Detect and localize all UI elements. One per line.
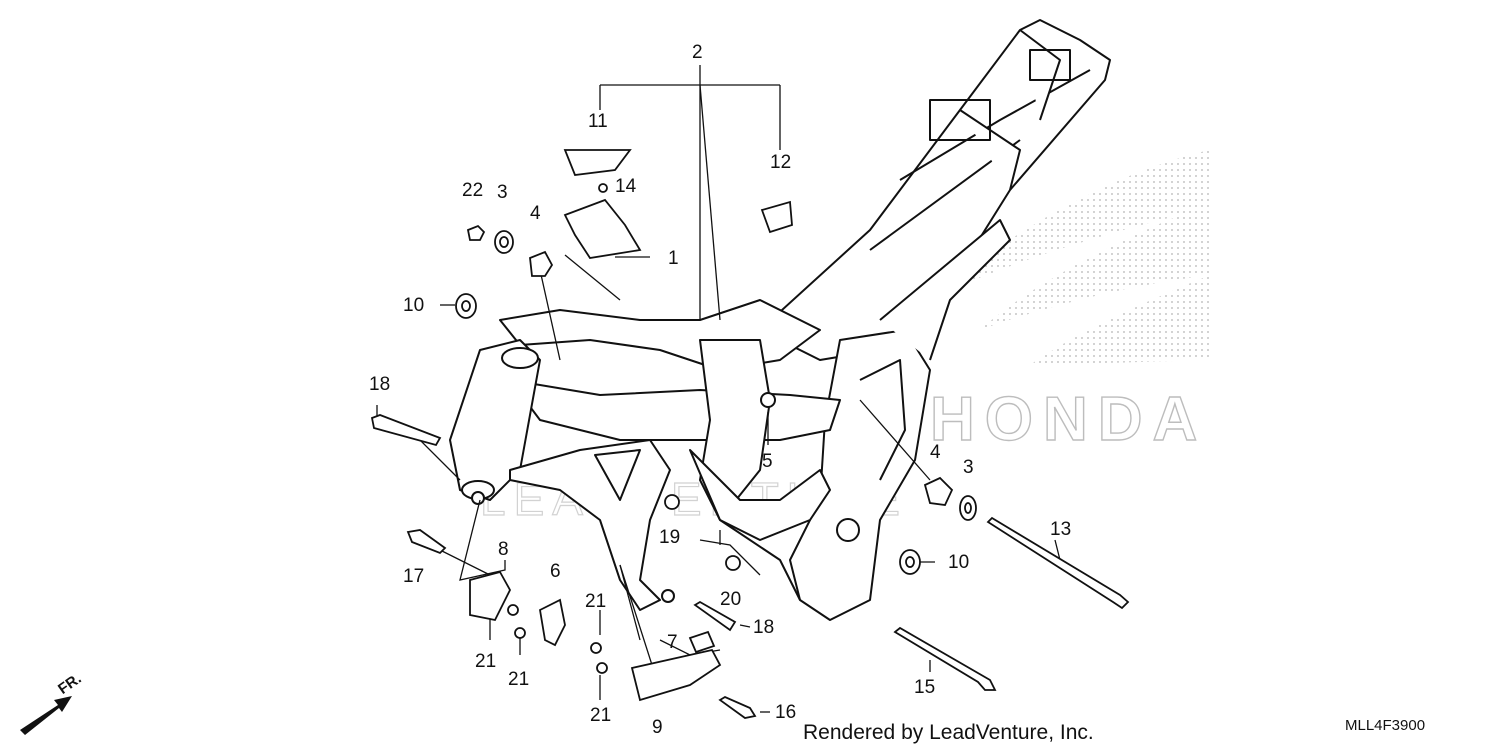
callout-16: 16 — [775, 702, 797, 723]
callout-21c: 21 — [585, 591, 607, 612]
collar-19 — [664, 494, 680, 510]
bush-4b — [923, 476, 954, 506]
callout-22: 22 — [462, 180, 484, 201]
callout-7: 7 — [667, 632, 678, 653]
callout-13: 13 — [1050, 519, 1072, 540]
callout-1: 1 — [668, 248, 679, 269]
diagram-code: MLL4F3900 — [1345, 717, 1426, 734]
callout-21b: 21 — [508, 669, 530, 690]
render-credit: Rendered by LeadVenture, Inc. — [803, 721, 1094, 744]
collar-7 — [688, 630, 716, 654]
callout-18b: 18 — [753, 617, 775, 638]
main-frame — [449, 19, 1111, 621]
callout-11: 11 — [588, 111, 608, 132]
honda-watermark-text: HONDA — [930, 385, 1207, 454]
callout-17: 17 — [403, 566, 425, 587]
front-direction-arrow — [20, 696, 72, 735]
nut-21d — [596, 662, 608, 674]
callout-2: 2 — [692, 42, 703, 63]
callout-18: 18 — [369, 374, 391, 395]
callout-21a: 21 — [475, 651, 497, 672]
nut-21c — [590, 642, 602, 654]
callout-5: 5 — [762, 451, 773, 472]
callout-8: 8 — [498, 539, 509, 560]
bolt-13 — [986, 516, 1130, 610]
bolt-17 — [406, 529, 447, 555]
callout-19: 19 — [659, 527, 681, 548]
cover-11 — [563, 149, 632, 176]
callout-10b: 10 — [948, 552, 970, 573]
collar-20 — [725, 555, 741, 571]
nut-21b — [514, 627, 526, 639]
nut-22 — [466, 224, 486, 241]
callout-12: 12 — [770, 152, 792, 173]
callout-15: 15 — [914, 677, 936, 698]
bolt-18b — [693, 600, 737, 632]
bracket-9 — [630, 648, 722, 702]
callout-9: 9 — [652, 717, 663, 738]
bracket-1 — [563, 198, 642, 259]
bolt-16 — [718, 695, 757, 719]
screw-14 — [598, 183, 608, 193]
callout-4b: 4 — [930, 442, 941, 463]
nut-21a — [507, 604, 519, 616]
callout-20: 20 — [720, 589, 742, 610]
callout-3b: 3 — [963, 457, 974, 478]
bush-4a — [529, 250, 554, 277]
cover-12 — [760, 200, 793, 234]
honda-wing-watermark — [930, 150, 1210, 365]
bolt-15 — [893, 626, 997, 691]
bracket-8 — [469, 570, 512, 622]
callout-14: 14 — [615, 176, 637, 197]
callout-21d: 21 — [590, 705, 612, 726]
bolt-18a — [370, 414, 442, 447]
callout-6: 6 — [550, 561, 561, 582]
callout-4: 4 — [530, 203, 541, 224]
bracket-6 — [539, 598, 566, 647]
callout-3: 3 — [497, 182, 508, 203]
callout-10: 10 — [403, 295, 425, 316]
small-parts — [370, 149, 1130, 719]
